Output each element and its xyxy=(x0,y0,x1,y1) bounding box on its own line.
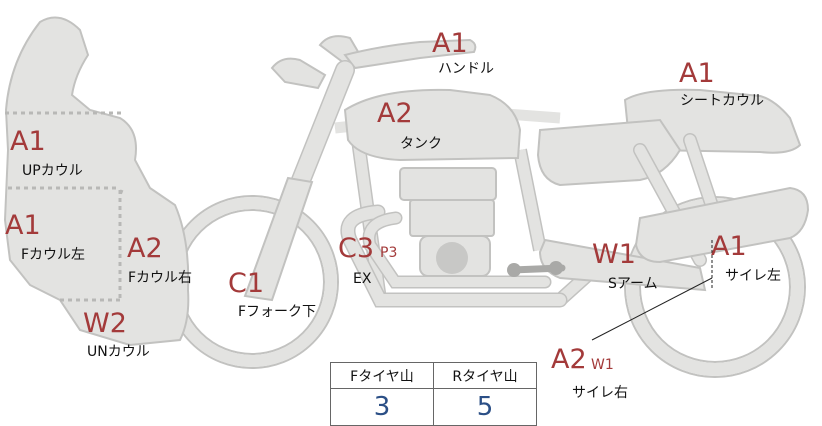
f-cowl-right-grade: A2 xyxy=(127,233,163,264)
swing-arm-label: Sアーム xyxy=(608,276,658,292)
front-tire-value: 3 xyxy=(330,388,434,426)
rear-tire-header: Rタイヤ山 xyxy=(433,362,537,389)
seat-cowl-label: シートカウル xyxy=(680,93,764,109)
seat-cowl-grade: A1 xyxy=(679,58,715,89)
exhaust-pipe-shape xyxy=(340,204,568,308)
front-tire-header: Fタイヤ山 xyxy=(330,362,434,389)
muffler-left-grade: A1 xyxy=(711,231,747,262)
f-cowl-right-label: Fカウル右 xyxy=(128,270,193,286)
f-fork-lower-grade: C1 xyxy=(228,268,265,299)
muffler-shape xyxy=(634,186,810,264)
handlebar-shape xyxy=(270,35,477,90)
muffler-right-sub-grade: W1 xyxy=(591,357,614,373)
exhaust-grade: C3 xyxy=(338,233,375,264)
muffler-right-grade: A2 xyxy=(551,344,587,375)
muffler-right-leader xyxy=(591,277,713,341)
up-cowl-grade: A1 xyxy=(10,126,46,157)
muffler-left-label: サイレ左 xyxy=(725,268,781,284)
rear-tire-value: 5 xyxy=(433,388,537,426)
f-cowl-left-grade: A1 xyxy=(5,210,41,241)
tank-label: タンク xyxy=(400,136,442,152)
exhaust-label: EX xyxy=(353,271,372,287)
tire-tread-table: Fタイヤ山 Rタイヤ山 3 5 xyxy=(330,362,537,426)
handle-grade: A1 xyxy=(432,28,468,59)
tank-shape xyxy=(343,88,522,162)
tank-grade: A2 xyxy=(377,98,413,129)
muffler-right-label: サイレ右 xyxy=(572,385,628,401)
f-fork-lower-label: Fフォーク下 xyxy=(238,304,317,320)
f-cowl-left-label: Fカウル左 xyxy=(21,247,86,263)
under-cowl-grade: W2 xyxy=(83,308,127,339)
engine-shape xyxy=(399,167,497,277)
exhaust-sub-grade: P3 xyxy=(380,245,398,261)
front-cowl-shape xyxy=(3,16,190,347)
swing-arm-shape xyxy=(507,238,707,292)
front-fork-shape xyxy=(243,60,355,302)
handle-label: ハンドル xyxy=(438,61,494,77)
up-cowl-label: UPカウル xyxy=(22,163,83,179)
swing-arm-grade: W1 xyxy=(592,239,636,270)
under-cowl-label: UNカウル xyxy=(87,344,150,360)
